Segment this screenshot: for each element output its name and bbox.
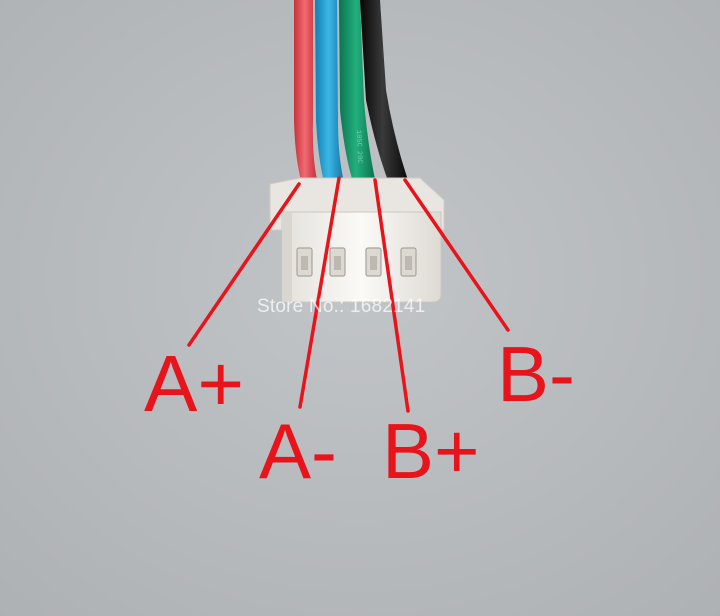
connector-side-rail — [282, 212, 292, 302]
annotation-lines — [187, 176, 510, 413]
b-plus-leader — [373, 178, 410, 413]
label-a-minus: A- — [259, 407, 337, 495]
a-plus-leader — [187, 182, 301, 347]
label-b-plus: B+ — [382, 407, 480, 495]
label-b-minus: B- — [497, 330, 575, 418]
pin-slots — [296, 247, 417, 277]
store-watermark: Store No.: 1682141 — [257, 296, 426, 317]
green-wire — [339, 0, 377, 188]
black-wire — [360, 0, 410, 186]
b-minus-leader — [403, 178, 510, 332]
blue-wire — [315, 0, 345, 186]
red-wire — [294, 0, 318, 184]
a-minus-leader — [298, 176, 341, 409]
wire-print-text: 105C 20C — [354, 130, 363, 164]
wire-bundle: 105C 20C — [294, 0, 410, 188]
label-a-plus: A+ — [144, 339, 245, 428]
